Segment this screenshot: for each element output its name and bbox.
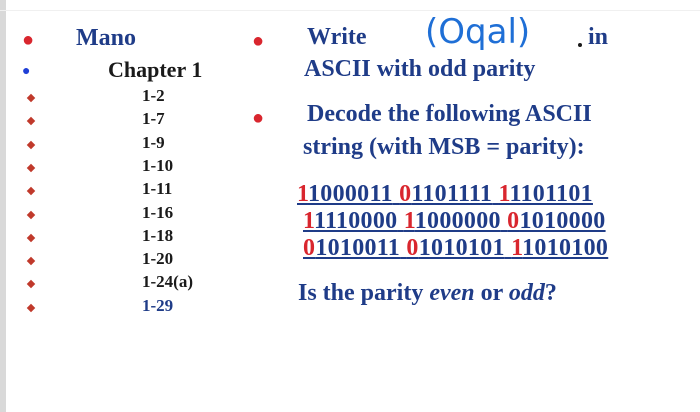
q1-word: Write bbox=[307, 24, 367, 50]
ascii-byte: 11000000 bbox=[404, 208, 501, 234]
exercise-item: 1-7 bbox=[142, 109, 165, 129]
parity-bit: 1 bbox=[303, 208, 314, 234]
exercise-item: 1-29 bbox=[142, 295, 174, 315]
exercise-item: 1-24(a) bbox=[142, 272, 193, 292]
parity-bit: 1 bbox=[498, 181, 510, 207]
bullet-dot-red: ● bbox=[252, 107, 265, 129]
diamond-bullet-icon bbox=[26, 256, 36, 266]
diamond-bullet-icon bbox=[26, 280, 36, 289]
ascii-byte: 11101101 bbox=[499, 181, 593, 207]
diamond-bullet-icon bbox=[26, 140, 36, 149]
data-bits: 1101111 bbox=[411, 181, 493, 207]
handwritten-annotation: (Oqal) bbox=[425, 12, 531, 52]
ascii-byte: 01010101 bbox=[406, 235, 504, 261]
question-mid: or bbox=[474, 280, 509, 306]
ascii-byte: 11010100 bbox=[511, 235, 608, 261]
diamond-bullet-icon bbox=[26, 186, 36, 196]
chapter-label: Chapter 1 bbox=[108, 57, 203, 82]
text-dot bbox=[578, 43, 582, 47]
exercise-item: 1-2 bbox=[142, 86, 165, 105]
diamond-bullet-icon bbox=[26, 93, 36, 103]
parity-bit: 1 bbox=[403, 208, 415, 234]
parity-bit: 1 bbox=[511, 235, 523, 261]
data-bits: 1010101 bbox=[418, 235, 505, 261]
left-edge-bar bbox=[0, 0, 6, 412]
data-bits: 1000000 bbox=[414, 208, 501, 234]
data-bits: 1010100 bbox=[522, 235, 609, 261]
diamond-bullet-icon bbox=[26, 210, 36, 219]
data-bits: 1000011 bbox=[307, 181, 393, 207]
bullet-dot-blue: ● bbox=[22, 64, 31, 79]
left-title: Mano bbox=[76, 25, 136, 51]
ascii-byte: 01010000 bbox=[507, 208, 605, 234]
data-bits: 1010011 bbox=[315, 235, 401, 261]
question-suffix: ? bbox=[544, 280, 557, 306]
parity-bit: 0 bbox=[399, 181, 412, 207]
exercise-item: 1-9 bbox=[142, 132, 165, 152]
diamond-bullet-icon bbox=[26, 163, 36, 173]
ascii-byte: 11110000 bbox=[303, 208, 397, 234]
q2-line1: Decode the following ASCII bbox=[307, 101, 592, 127]
parity-bit: 0 bbox=[303, 235, 316, 261]
ascii-byte: 01101111 bbox=[399, 181, 492, 207]
exercise-item: 1-20 bbox=[142, 249, 174, 269]
parity-bit: 1 bbox=[297, 181, 308, 207]
q2-line2: string (with MSB = parity): bbox=[303, 134, 585, 160]
data-bits: 1010000 bbox=[519, 208, 606, 234]
bit-row: 11110000 11000000 01010000 bbox=[303, 208, 606, 235]
bit-row: 01010011 01010101 11010100 bbox=[303, 235, 608, 262]
ascii-byte: 01010011 bbox=[303, 235, 400, 261]
exercise-item: 1-18 bbox=[142, 225, 174, 245]
top-divider bbox=[0, 10, 700, 11]
question-even: even bbox=[429, 280, 475, 306]
diamond-bullet-icon bbox=[26, 233, 36, 243]
parity-bit: 0 bbox=[406, 235, 419, 261]
parity-question: Is the parity even or odd? bbox=[298, 280, 557, 307]
bullet-dot-red: ● bbox=[252, 30, 265, 52]
data-bits: 1101101 bbox=[509, 181, 593, 207]
diamond-bullet-icon bbox=[26, 303, 36, 312]
question-odd: odd bbox=[508, 280, 545, 306]
question-prefix: Is the parity bbox=[298, 280, 430, 306]
ascii-byte: 11000011 bbox=[297, 181, 393, 207]
q1-line2: ASCII with odd parity bbox=[304, 56, 536, 82]
data-bits: 1110000 bbox=[313, 208, 398, 234]
exercise-item: 1-10 bbox=[142, 155, 174, 175]
q1-tail: in bbox=[588, 24, 609, 50]
bullet-dot-red: ● bbox=[22, 29, 35, 51]
exercise-item: 1-16 bbox=[142, 202, 174, 222]
exercise-item: 1-11 bbox=[142, 179, 173, 199]
parity-bit: 0 bbox=[507, 208, 520, 234]
bit-row: 11000011 01101111 11101101 bbox=[297, 181, 593, 208]
diamond-bullet-icon bbox=[26, 117, 36, 126]
